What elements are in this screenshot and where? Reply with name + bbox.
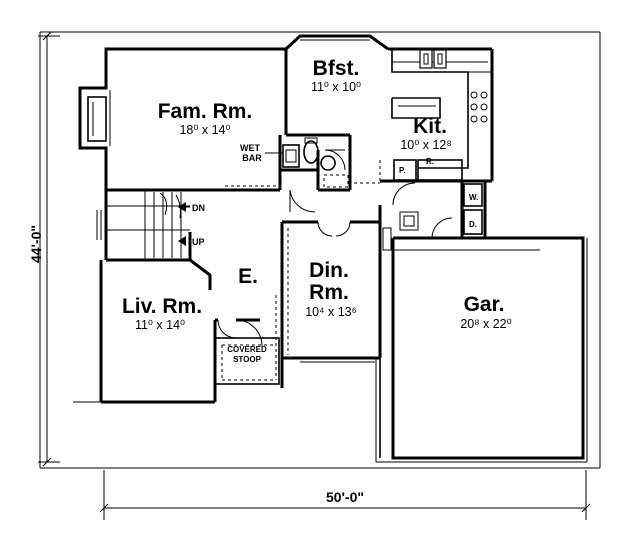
room-bfst: Bfst. 11⁰ x 10⁰ xyxy=(311,57,361,94)
lot-lines xyxy=(39,31,601,469)
dryer-label: D. xyxy=(469,220,477,229)
covered-stoop xyxy=(214,337,280,385)
din-room-size: 10⁴ x 13⁶ xyxy=(305,305,357,319)
kit-room-name: Kit. xyxy=(413,115,447,138)
depth-dimension-line xyxy=(38,31,60,467)
kit-room-size: 10⁰ x 12⁸ xyxy=(400,138,451,152)
fam-room-name: Fam. Rm. xyxy=(158,100,253,123)
exterior-walls xyxy=(78,34,494,404)
powder-room-fixtures xyxy=(303,137,349,188)
room-gar: Gar. 20⁸ x 22⁰ xyxy=(460,293,511,331)
width-dimension-line xyxy=(99,470,591,520)
dn-label: DN xyxy=(192,203,205,213)
entry-name: E. xyxy=(238,265,258,288)
windows xyxy=(73,39,488,403)
liv-room-size: 11⁰ x 14⁰ xyxy=(135,318,185,332)
bfst-room-size: 11⁰ x 10⁰ xyxy=(311,80,361,94)
room-kit: Kit. 10⁰ x 12⁸ xyxy=(400,115,451,152)
doors xyxy=(217,149,453,347)
gar-room-name: Gar. xyxy=(464,293,505,316)
wet-bar-label-2: BAR xyxy=(242,153,262,163)
depth-dimension: 44'-0" xyxy=(28,225,44,263)
garage xyxy=(375,227,588,463)
fireplace xyxy=(87,96,107,142)
dashed-lines xyxy=(221,49,381,381)
room-entry: E. xyxy=(238,265,258,288)
pantry-label: P. xyxy=(399,166,406,175)
wet-bar-label-1: WET xyxy=(240,143,260,153)
room-fam: Fam. Rm. 18⁰ x 14⁰ xyxy=(158,100,253,137)
bfst-room-name: Bfst. xyxy=(313,57,360,80)
fam-room-size: 18⁰ x 14⁰ xyxy=(179,123,230,137)
kitchen-cabinets xyxy=(391,49,492,231)
liv-room-name: Liv. Rm. xyxy=(122,295,202,318)
room-liv: Liv. Rm. 11⁰ x 14⁰ xyxy=(122,295,202,332)
washer-label: W. xyxy=(469,193,478,202)
refrigerator-label: R. xyxy=(426,157,434,166)
stairs xyxy=(106,190,190,260)
gar-room-size: 20⁸ x 22⁰ xyxy=(460,317,511,331)
stoop-label-2: STOOP xyxy=(233,355,262,364)
laundry xyxy=(463,183,483,235)
room-din: Din. Rm. 10⁴ x 13⁶ xyxy=(305,259,357,319)
wet-bar xyxy=(265,144,300,168)
width-dimension: 50'-0" xyxy=(326,489,364,505)
din-room-name-line2: Rm. xyxy=(309,281,349,304)
din-room-name-line1: Din. xyxy=(309,259,349,282)
stoop-label-1: COVERED xyxy=(227,345,267,354)
up-label: UP xyxy=(192,237,205,247)
